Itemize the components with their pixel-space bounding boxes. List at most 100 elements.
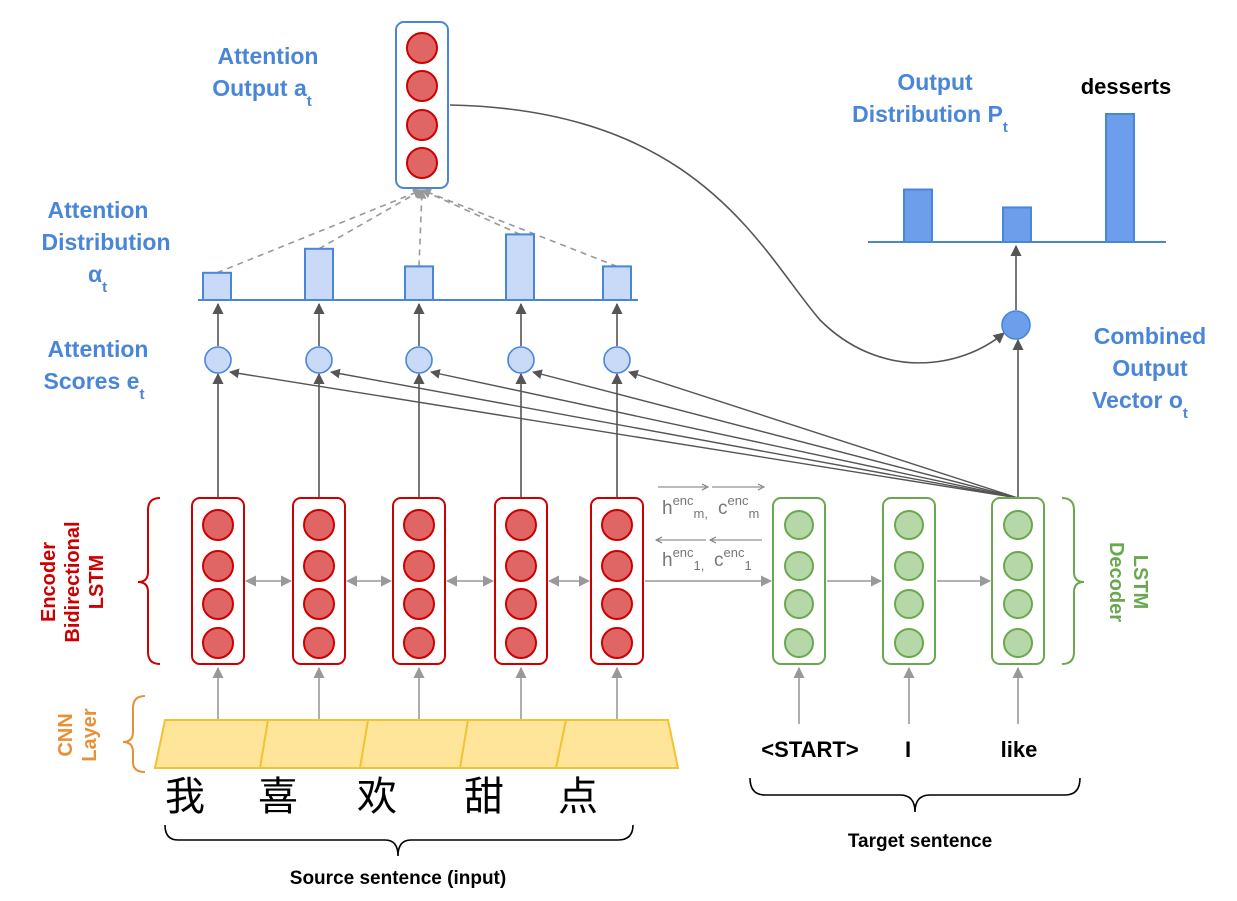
attention-scores-label-2: Scores et	[44, 368, 145, 403]
decoder-lstm-cell	[991, 497, 1045, 665]
output-distribution-bar	[1002, 206, 1032, 244]
attention-score-node	[405, 346, 433, 374]
source-token: 我	[165, 774, 205, 820]
decoder-neuron	[894, 628, 924, 658]
attention-score-node	[603, 346, 631, 374]
encoder-neuron	[601, 509, 633, 541]
decoder-lstm-cell	[882, 497, 936, 665]
decoder-neuron	[894, 551, 924, 581]
encoder-neuron	[601, 550, 633, 582]
target-token: like	[1001, 737, 1038, 762]
cnn-label: CNN Layer	[55, 708, 101, 762]
svg-text:henc1,: henc1,	[662, 545, 704, 573]
encoder-neuron	[303, 588, 335, 620]
svg-text:cencm: cencm	[718, 493, 759, 521]
svg-text:LSTM: LSTM	[1129, 555, 1151, 609]
attention-weight-dashed-line	[416, 189, 427, 267]
attention-distribution-bar	[304, 247, 334, 302]
decoder-neuron	[1003, 510, 1033, 540]
source-token: 甜	[464, 774, 504, 820]
output-distribution-bar	[1105, 113, 1135, 243]
encoder-neuron	[505, 550, 537, 582]
encoder-neuron	[601, 627, 633, 659]
encoder-neuron	[403, 627, 435, 659]
attention-distribution-label-2: Distribution	[41, 229, 170, 255]
svg-text:hencm,: hencm,	[662, 493, 708, 521]
output-distribution-bar	[903, 188, 933, 244]
decoder-label: Decoder LSTM	[1105, 542, 1151, 622]
cnn-band	[153, 719, 680, 769]
attention-score-node	[305, 346, 333, 374]
attention-output-neuron	[406, 109, 438, 141]
decoder-neuron	[894, 510, 924, 540]
cnn-divider	[555, 719, 567, 769]
attention-score-node	[507, 346, 535, 374]
source-token: 欢	[357, 774, 397, 820]
target-caption: Target sentence	[848, 831, 992, 852]
encoder-neuron	[403, 588, 435, 620]
attention-output-neuron	[406, 70, 438, 102]
encoder-neuron	[505, 627, 537, 659]
encoder-neuron	[505, 588, 537, 620]
attention-scores-label: Attention	[48, 336, 149, 362]
svg-text:Bidirectional: Bidirectional	[62, 521, 84, 642]
attention-output-vector	[395, 21, 449, 189]
attention-weight-dashed-line	[318, 189, 423, 250]
attention-weight-dashed-line	[216, 188, 423, 274]
attention-layer	[198, 21, 638, 374]
encoder-neuron	[303, 550, 335, 582]
target-token: <START>	[761, 737, 858, 762]
connection-lines	[212, 104, 1024, 724]
attention-output-label: Attention	[218, 43, 319, 69]
encoder-neuron	[202, 588, 234, 620]
encoder-cells	[191, 497, 644, 665]
decoder-neuron	[784, 628, 814, 658]
attention-distribution-bar	[505, 233, 535, 301]
decoder-neuron	[1003, 628, 1033, 658]
target-tokens: <START> I like	[761, 737, 1037, 762]
attention-distribution-bar	[404, 265, 434, 301]
source-token: 喜	[258, 774, 298, 820]
attention-distribution-bar	[602, 265, 632, 301]
encoder-neuron	[303, 627, 335, 659]
cnn-divider	[459, 719, 469, 769]
attention-output-neuron	[406, 147, 438, 179]
cnn-divider	[359, 719, 369, 769]
attention-distribution-bar	[202, 271, 232, 301]
target-token: I	[905, 737, 911, 762]
encoder-neuron	[303, 509, 335, 541]
decoder-to-score-arrow	[330, 368, 1019, 499]
output-layer	[868, 113, 1166, 340]
encoder-final-state-notation: hencm, cencm henc1, cenc1	[654, 483, 766, 573]
encoder-neuron	[202, 627, 234, 659]
encoder-label: Encoder Bidirectional LSTM	[38, 521, 108, 642]
decoder-neuron	[784, 510, 814, 540]
output-distribution-label: Output	[897, 69, 973, 95]
attention-distribution-label: Attention	[48, 197, 149, 223]
predicted-word: desserts	[1081, 74, 1172, 99]
decoder-neuron	[784, 551, 814, 581]
encoder-neuron	[505, 509, 537, 541]
combined-output-label-3: Vector ot	[1092, 387, 1188, 422]
encoder-neuron	[202, 550, 234, 582]
encoder-neuron	[403, 550, 435, 582]
decoder-to-score-arrow	[229, 368, 1019, 499]
decoder-to-score-arrow	[628, 370, 1019, 499]
cnn-brace	[122, 695, 146, 773]
output-distribution-label-2: Distribution Pt	[852, 101, 1008, 136]
encoder-brace	[137, 497, 161, 665]
decoder-cells	[772, 497, 1045, 665]
encoder-lstm-cell	[590, 497, 644, 665]
encoder-lstm-cell	[292, 497, 346, 665]
source-caption: Source sentence (input)	[290, 868, 506, 889]
decoder-brace	[1061, 497, 1085, 665]
svg-text:Encoder: Encoder	[38, 542, 60, 622]
combined-output-label: Combined	[1094, 323, 1206, 349]
svg-text:cenc1: cenc1	[714, 545, 752, 573]
svg-text:CNN: CNN	[55, 713, 77, 756]
combined-output-label-2: Output	[1112, 355, 1188, 381]
cnn-divider	[259, 719, 269, 769]
attention-weight-dashed-line	[421, 189, 521, 236]
encoder-lstm-cell	[392, 497, 446, 665]
